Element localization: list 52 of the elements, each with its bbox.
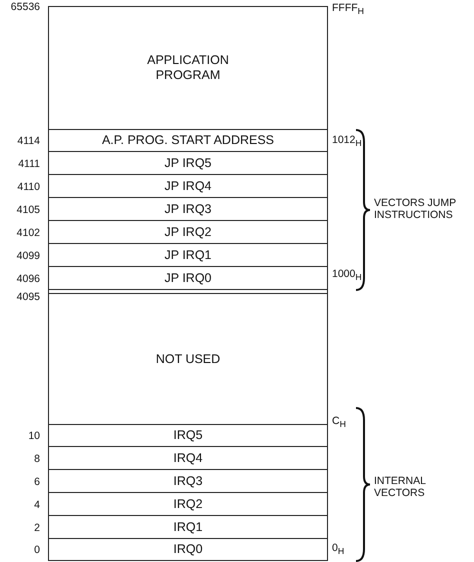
brace-label: VECTORS JUMP INSTRUCTIONS <box>374 197 457 221</box>
block-label: IRQ0 <box>172 542 204 557</box>
address-label: 0 <box>34 544 40 556</box>
hex-address-label: 1012$_{H}$ <box>332 134 362 150</box>
address-label: 4102 <box>16 227 40 239</box>
block-label: IRQ2 <box>172 496 204 512</box>
block-label: JP IRQ5 <box>163 156 212 170</box>
block-label: A.P. PROG. START ADDRESS <box>100 133 276 148</box>
address-label: 4095 <box>16 291 40 303</box>
block-label: IRQ4 <box>172 450 204 466</box>
memory-block <box>48 447 328 470</box>
address-label: 4110 <box>17 181 40 193</box>
address-label: 2 <box>34 522 40 534</box>
memory-block <box>48 470 328 493</box>
block-label: IRQ1 <box>172 520 204 534</box>
block-label: IRQ3 <box>172 474 204 488</box>
hex-address-label: C$_{H}$ <box>332 415 346 430</box>
memory-block <box>48 152 328 175</box>
hex-address-label: 0$_{H}$ <box>332 542 344 558</box>
memory-block <box>48 293 328 425</box>
address-label: 6 <box>34 476 40 488</box>
memory-block <box>48 425 328 447</box>
hex-address-label: FFFF$_{H}$ <box>332 2 364 18</box>
address-label: 4105 <box>16 204 40 216</box>
address-label: 8 <box>34 453 40 465</box>
memory-block <box>48 221 328 244</box>
address-label: 65536 <box>10 1 40 13</box>
memory-block <box>48 6 328 130</box>
block-label: JP IRQ0 <box>163 270 212 286</box>
block-label: NOT USED <box>154 352 222 366</box>
brace-label: INTERNAL VECTORS <box>374 475 427 499</box>
block-label: JP IRQ2 <box>163 224 212 240</box>
block-label: APPLICATION PROGRAM <box>146 53 230 83</box>
memory-block <box>48 198 328 221</box>
address-label: 4096 <box>16 273 40 285</box>
memory-block <box>48 539 328 561</box>
memory-block <box>48 493 328 516</box>
address-label: 4111 <box>18 158 40 170</box>
memory-block <box>48 244 328 267</box>
block-label: JP IRQ3 <box>163 202 212 216</box>
block-label: JP IRQ4 <box>163 178 212 194</box>
address-label: 4114 <box>17 135 40 147</box>
hex-address-label: 1000$_{H}$ <box>332 268 362 284</box>
block-label: IRQ5 <box>172 428 204 443</box>
address-label: 4099 <box>16 250 40 262</box>
address-label: 10 <box>28 430 40 442</box>
memory-block <box>48 516 328 539</box>
memory-block <box>48 130 328 152</box>
memory-block <box>48 175 328 198</box>
block-label: JP IRQ1 <box>163 248 212 262</box>
address-label: 4 <box>34 499 40 511</box>
memory-block <box>48 267 328 290</box>
